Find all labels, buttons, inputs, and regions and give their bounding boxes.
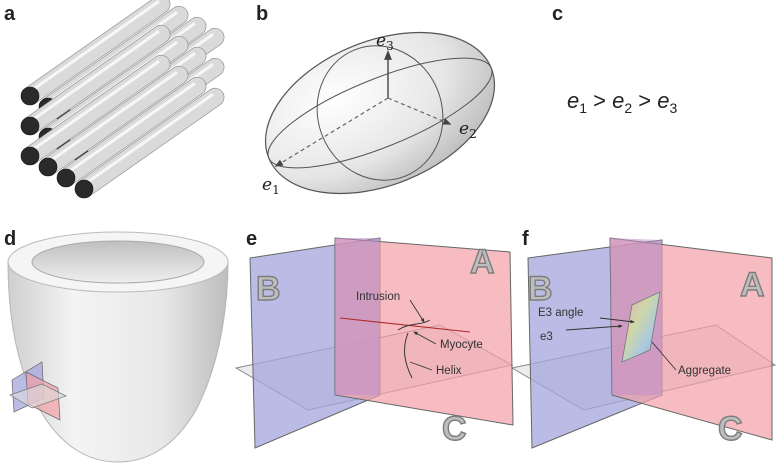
fiber-rod [20, 0, 171, 106]
annotation-helix: Helix [436, 365, 462, 377]
axis-label-e3: e3 [376, 31, 394, 53]
plane-label-b: B [528, 270, 553, 308]
panel-letter-d: d [4, 228, 16, 250]
fiber-rod [56, 76, 207, 188]
plane-label-a: A [470, 243, 495, 281]
myocyte-leader [413, 331, 437, 345]
plane-label-c: C [442, 410, 467, 448]
panel-letter-f: f [522, 228, 529, 250]
plane-diagram-f: A B C [510, 237, 777, 449]
helix-curve [404, 332, 413, 379]
plane-label-a: A [740, 266, 765, 304]
axis-e2-arrow [387, 97, 452, 125]
axis-e1-arrow [274, 97, 389, 167]
eigenvalue-inequality: e1 > e2 > e3 [567, 88, 678, 116]
annotation-intrusion: Intrusion [356, 291, 400, 303]
annotation-aggregate: Aggregate [678, 365, 731, 377]
fiber-line [339, 317, 471, 333]
e3-angle-leader [599, 317, 635, 324]
panel-letter-b: b [256, 3, 268, 25]
fiber-rod [38, 65, 189, 177]
axis-label-e2: e2 [459, 119, 477, 141]
plane-overlap [335, 238, 380, 395]
mini-plane-c [9, 383, 67, 409]
ellipsoid-meridian [316, 45, 444, 181]
aggregate-sheet [621, 291, 661, 363]
helix-leader [409, 361, 433, 371]
plane-label-b: B [256, 270, 281, 308]
ellipsoid-equator [267, 57, 493, 169]
annotation-e3-angle: E3 angle [538, 307, 583, 319]
panel-letter-e: e [246, 228, 257, 250]
fiber-bundle [20, 0, 225, 199]
panel-letter-c: c [552, 3, 563, 25]
annotation-e3: e3 [540, 331, 553, 343]
tensor-ellipsoid [264, 31, 496, 195]
fiber-rod [20, 24, 171, 136]
plane-diagram-e: A B C [234, 237, 514, 449]
ventricle-wall [7, 261, 229, 463]
ventricle-model [7, 231, 229, 463]
fiber-rod [20, 54, 171, 166]
panel-letter-a: a [4, 3, 16, 25]
axis-label-e1: e1 [262, 175, 280, 197]
e3-leader [565, 324, 623, 331]
myocyte-curve [397, 319, 431, 331]
aggregate-leader [651, 341, 677, 371]
annotation-myocyte: Myocyte [440, 339, 483, 351]
intrusion-leader [409, 299, 425, 323]
fiber-rod [74, 87, 225, 199]
plane-label-c: C [718, 410, 743, 448]
ventricle-cavity [31, 240, 205, 284]
